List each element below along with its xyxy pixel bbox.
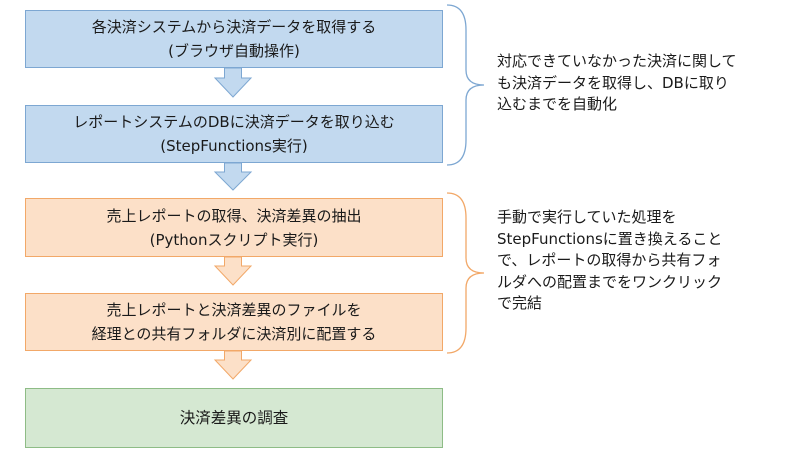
note-line: も決済データを取得し、DBに取り (497, 73, 729, 92)
down-arrow-2 (213, 162, 253, 191)
note-line: 込むまでを自動化 (497, 95, 618, 113)
note-blue-automation: 対応できていなかった決済に関して も決済データを取得し、DBに取り 込むまでを自… (497, 51, 737, 116)
step-box-investigate-differences: 決済差異の調査 (25, 388, 443, 448)
step-box-line: 経理との共有フォルダに決済別に配置する (91, 325, 377, 343)
brace-orange (446, 192, 485, 354)
step-box-line: レポートシステムのDBに決済データを取り込む (73, 113, 395, 131)
step-box-line: 各決済システムから決済データを取得する (91, 18, 377, 36)
down-arrow-3 (213, 256, 253, 286)
note-line: で完結 (497, 294, 543, 312)
note-line: 対応できていなかった決済に関して (497, 52, 737, 70)
step-box-line: 売上レポートと決済差異のファイルを (106, 301, 362, 319)
step-box-place-files: 売上レポートと決済差異のファイルを 経理との共有フォルダに決済別に配置する (25, 293, 443, 351)
note-orange-automation: 手動で実行していた処理を StepFunctionsに置き換えること で、レポー… (497, 207, 722, 315)
step-box-line: (Pythonスクリプト実行) (149, 230, 319, 249)
note-line: StepFunctionsに置き換えること (497, 229, 723, 248)
down-arrow-4 (213, 350, 253, 380)
step-box-line: 売上レポートの取得、決済差異の抽出 (106, 206, 362, 225)
step-box-line: (StepFunctions実行) (160, 137, 308, 155)
down-arrow-1 (213, 67, 253, 98)
note-line: ルダへの配置までをワンクリック (497, 272, 723, 291)
step-box-fetch-payment-data: 各決済システムから決済データを取得する (ブラウザ自動操作) (25, 10, 443, 68)
step-box-line: 決済差異の調査 (179, 409, 289, 427)
step-box-import-to-db: レポートシステムのDBに決済データを取り込む (StepFunctions実行) (25, 105, 443, 163)
step-box-extract-differences: 売上レポートの取得、決済差異の抽出 (Pythonスクリプト実行) (25, 198, 443, 257)
note-line: 手動で実行していた処理を (497, 208, 677, 226)
step-box-line: (ブラウザ自動操作) (168, 42, 300, 60)
note-line: で、レポートの取得から共有フォ (497, 251, 722, 269)
brace-blue (446, 4, 485, 166)
